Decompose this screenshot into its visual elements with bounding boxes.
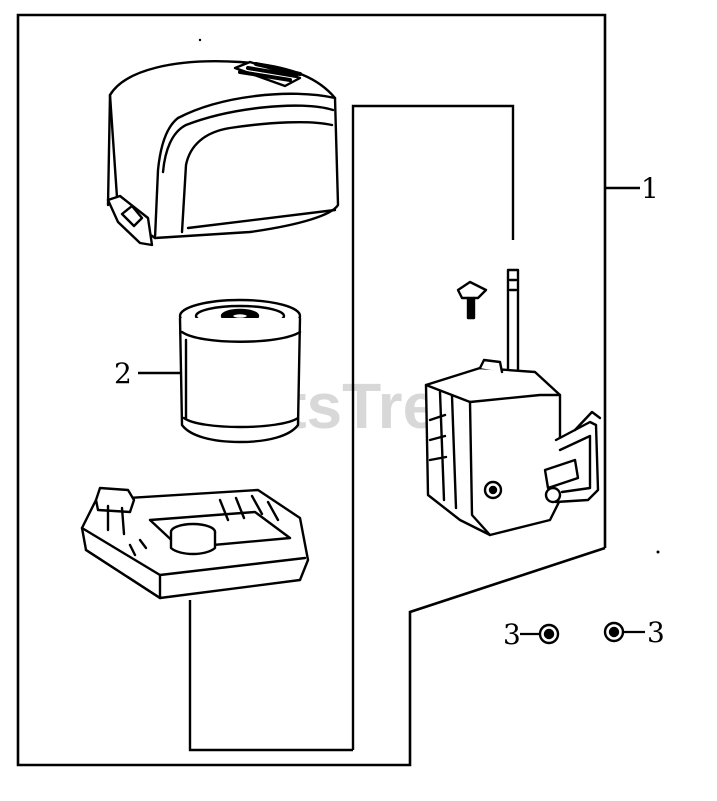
air-filter-element-icon — [178, 298, 302, 444]
nut-right-icon — [603, 621, 625, 643]
leader-lines — [138, 186, 645, 636]
callout-kit: 1 — [641, 172, 659, 205]
kit-frame — [16, 13, 607, 767]
nut-left-icon — [538, 623, 560, 645]
callout-nut-right: 3 — [647, 616, 665, 649]
air-cleaner-base-icon — [80, 486, 310, 600]
inner-bracket-lines — [188, 104, 515, 752]
bolt-icon — [456, 280, 488, 320]
callout-element: 2 — [114, 357, 132, 390]
speck-dot — [656, 550, 660, 554]
speck-dot — [198, 38, 202, 42]
air-cleaner-cover-icon — [106, 60, 340, 247]
air-cleaner-case-icon — [424, 358, 602, 537]
callout-nut-left: 3 — [503, 618, 521, 651]
